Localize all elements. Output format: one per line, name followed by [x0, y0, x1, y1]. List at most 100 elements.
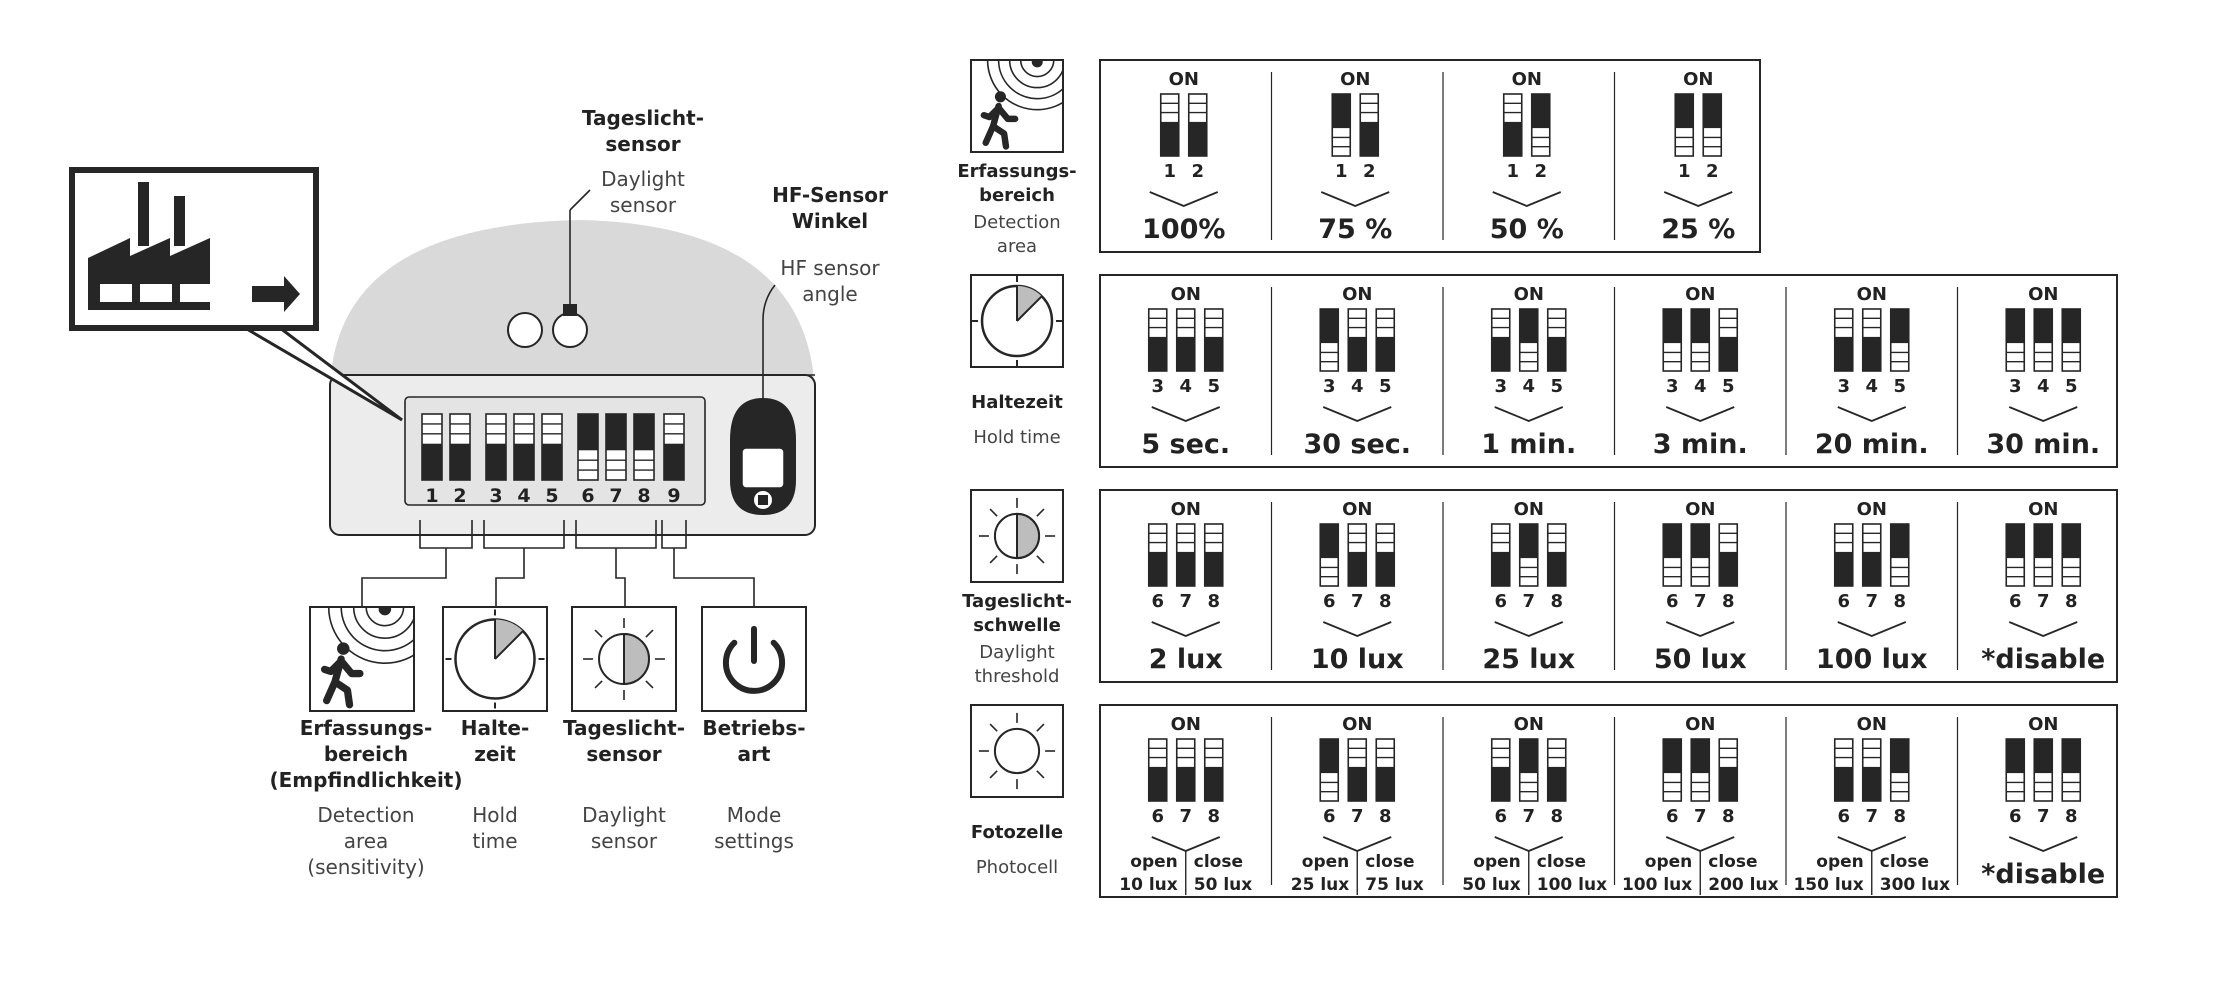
walking-person-icon: [980, 91, 1019, 150]
setting-title-de: Fotozelle: [971, 822, 1063, 843]
switch-number: 5: [1379, 376, 1392, 397]
chevron-down-icon: [1492, 191, 1562, 207]
dip-switch: [2033, 738, 2054, 802]
close-value: 75 lux: [1365, 875, 1424, 895]
switch-number: 8: [1550, 591, 1563, 612]
wave-arc: [1008, 60, 1063, 89]
switch-number: 6: [1837, 806, 1850, 827]
dip-switch: [1490, 308, 1511, 372]
open-value: 150 lux: [1793, 875, 1863, 895]
group-title-en: Hold: [472, 803, 518, 827]
switch-lever: [1348, 551, 1367, 586]
chevron-down-icon: [1320, 191, 1390, 207]
setting-title-en: threshold: [975, 666, 1060, 687]
switch-number: 6: [1494, 806, 1507, 827]
switch-number: 8: [2065, 591, 2078, 612]
setting-title-de: Haltezeit: [971, 392, 1063, 413]
dip-switch: [1546, 523, 1567, 587]
switch-number: 7: [609, 485, 622, 507]
close-label: close: [1708, 852, 1757, 872]
connector-line: [495, 548, 525, 607]
dip-switch: [1203, 308, 1224, 372]
dip-switch: [2061, 308, 2082, 372]
setting-title-de: Erfassungs-: [957, 161, 1076, 182]
switch-lever: [1491, 766, 1510, 801]
option-value: 30 sec.: [1303, 429, 1411, 460]
chevron-down-icon: [1663, 191, 1733, 207]
dip-switch: [2061, 738, 2082, 802]
chevron-down-icon: [1151, 621, 1221, 637]
switch-lever: [2034, 309, 2053, 344]
wave-arc: [1019, 60, 1055, 78]
switch-number: 4: [1694, 376, 1707, 397]
switch-lever: [1519, 739, 1538, 774]
open-label: open: [1130, 852, 1177, 872]
dip-switch: [1861, 738, 1882, 802]
switch-lever: [1890, 739, 1909, 774]
switch-number: 2: [1534, 161, 1547, 182]
dip-switch: [1718, 308, 1739, 372]
lens-left: [507, 312, 543, 348]
hf-sensor-knob: [730, 398, 796, 515]
dip-switch: [663, 413, 685, 481]
switch-lever: [1176, 336, 1195, 371]
switch-number: 2: [1191, 161, 1204, 182]
sun-half-icon: [970, 489, 1064, 583]
switch-number: 2: [453, 485, 466, 507]
switch-lever: [1176, 766, 1195, 801]
on-label: ON: [1342, 714, 1372, 735]
group-title-en: settings: [714, 829, 794, 853]
on-label: ON: [1514, 714, 1544, 735]
switch-number: 6: [581, 485, 594, 507]
switch-lever: [1862, 551, 1881, 586]
dip-switch: [541, 413, 563, 481]
switch-lever: [1531, 94, 1550, 129]
daylight-title-en: Daylight: [601, 167, 685, 191]
switch-lever: [1491, 551, 1510, 586]
sun-ray: [1036, 770, 1045, 779]
switch-number: 1: [1335, 161, 1348, 182]
close-value: 50 lux: [1194, 875, 1253, 895]
switch-lever: [1204, 766, 1223, 801]
switch-number: 8: [1379, 806, 1392, 827]
switch-lever: [1519, 524, 1538, 559]
factory-window: [140, 284, 172, 302]
switch-lever: [1204, 336, 1223, 371]
on-label: ON: [1857, 499, 1887, 520]
dip-switch: [1147, 308, 1168, 372]
dip-switch: [1319, 738, 1340, 802]
dip-switch: [1833, 738, 1854, 802]
option-value: *disable: [1981, 859, 2105, 890]
group-title-de: sensor: [586, 742, 661, 766]
dip-switch: [1175, 523, 1196, 587]
sensor-marker: [563, 304, 577, 316]
options-panel: [1099, 704, 2118, 898]
sun-ray: [645, 629, 654, 638]
motion-detection-icon: [309, 606, 415, 712]
switch-number: 9: [667, 485, 680, 507]
dip-switch: [1861, 308, 1882, 372]
switch-number: 4: [517, 485, 530, 507]
option-value: 25 %: [1661, 214, 1735, 245]
switch-lever: [1547, 336, 1566, 371]
switch-number: 5: [1207, 376, 1220, 397]
switch-lever: [1703, 94, 1722, 129]
sun-ray: [989, 770, 998, 779]
dip-switch: [421, 413, 443, 481]
factory-exit-icon: [88, 182, 300, 312]
dip-switch: [1546, 308, 1567, 372]
sun-ray: [645, 680, 654, 689]
switch-number: 6: [1494, 591, 1507, 612]
switch-number: 5: [1550, 376, 1563, 397]
sun-icon: [970, 704, 1064, 798]
switch-number: 8: [1207, 806, 1220, 827]
switch-number: 3: [2009, 376, 2022, 397]
chevron-down-icon: [2008, 621, 2078, 637]
